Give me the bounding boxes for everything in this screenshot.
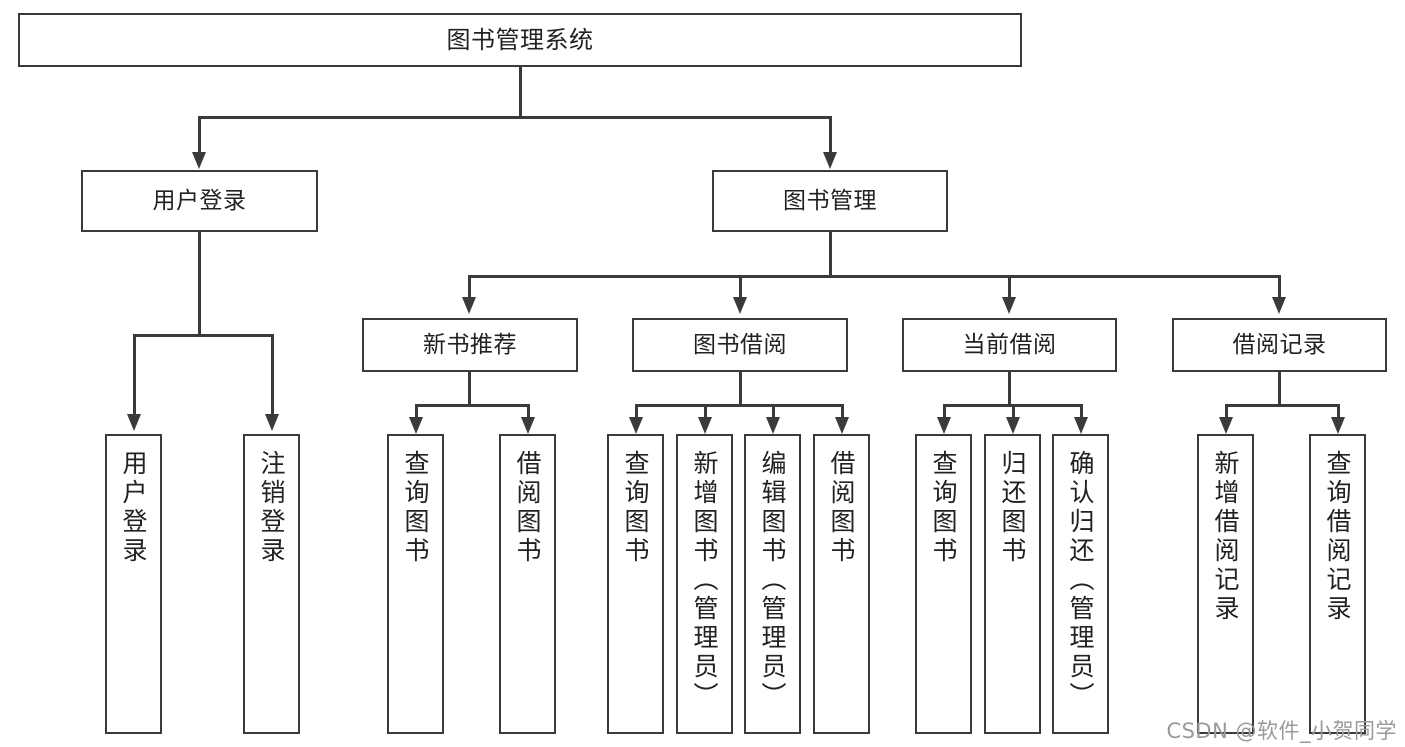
node-label: 用户登录	[119, 450, 148, 566]
connector-book-borrow-bar	[635, 404, 844, 407]
node-label: 归还图书	[998, 450, 1027, 566]
connector-user-login-drop-1	[133, 334, 136, 417]
connector-level1-bar	[198, 116, 831, 119]
node-label: 确认归还（管理员）	[1066, 450, 1095, 711]
node-book-borrow[interactable]: 图书借阅	[632, 318, 848, 372]
leaf-borrow-book[interactable]: 借阅图书	[813, 434, 870, 734]
node-label: 查询图书	[401, 450, 430, 566]
arrow-to-borrow-record	[1272, 297, 1286, 314]
connector-level3-drop-3	[1008, 275, 1011, 300]
connector-level1-drop-left	[198, 116, 201, 155]
node-label: 新增借阅记录	[1211, 450, 1240, 624]
node-label: 编辑图书（管理员）	[758, 450, 787, 711]
leaf-user-login[interactable]: 用户登录	[105, 434, 162, 734]
leaf-edit-book-admin[interactable]: 编辑图书（管理员）	[744, 434, 801, 734]
leaf-confirm-return-admin[interactable]: 确认归还（管理员）	[1052, 434, 1109, 734]
arrow-to-leaf-query-book-2	[629, 417, 643, 434]
arrow-to-leaf-add-book	[698, 417, 712, 434]
arrow-to-book-manage	[823, 152, 837, 169]
node-label: 新增图书（管理员）	[690, 450, 719, 711]
node-label: 图书管理	[783, 187, 877, 214]
connector-user-login-drop-2	[271, 334, 274, 417]
node-label: 借阅图书	[827, 450, 856, 566]
arrow-to-leaf-confirm-return	[1074, 417, 1088, 434]
node-current-borrow[interactable]: 当前借阅	[902, 318, 1117, 372]
arrow-to-leaf-user-login	[127, 414, 141, 431]
connector-borrow-record-drop-1	[1225, 404, 1228, 420]
csdn-watermark: CSDN @软件_小贺同学	[1166, 719, 1397, 743]
node-label: 借阅记录	[1232, 331, 1327, 358]
node-root-system[interactable]: 图书管理系统	[18, 13, 1022, 67]
node-label: 当前借阅	[962, 331, 1057, 358]
leaf-logout[interactable]: 注销登录	[243, 434, 300, 734]
node-new-book-recommend[interactable]: 新书推荐	[362, 318, 578, 372]
connector-book-borrow-drop-1	[635, 404, 638, 420]
connector-book-manage-stem	[829, 232, 832, 277]
arrow-to-user-login	[192, 152, 206, 169]
node-label: 借阅图书	[513, 450, 542, 566]
node-book-manage[interactable]: 图书管理	[712, 170, 948, 232]
node-label: 新书推荐	[423, 331, 517, 358]
connector-new-book-drop-1	[415, 404, 418, 420]
connector-user-login-stem	[198, 232, 201, 336]
connector-current-borrow-drop-1	[943, 404, 946, 420]
leaf-query-book-current[interactable]: 查询图书	[915, 434, 972, 734]
arrow-to-leaf-borrow-book-2	[835, 417, 849, 434]
node-user-login[interactable]: 用户登录	[81, 170, 318, 232]
connector-borrow-record-stem	[1278, 372, 1281, 406]
node-label: 图书管理系统	[446, 26, 594, 54]
node-label: 查询图书	[621, 450, 650, 566]
leaf-borrow-book-newbook[interactable]: 借阅图书	[499, 434, 556, 734]
arrow-to-current-borrow	[1002, 297, 1016, 314]
leaf-add-borrow-record[interactable]: 新增借阅记录	[1197, 434, 1254, 734]
connector-new-book-bar	[415, 404, 529, 407]
node-label: 注销登录	[257, 450, 286, 566]
leaf-return-book[interactable]: 归还图书	[984, 434, 1041, 734]
arrow-to-leaf-query-book-1	[409, 417, 423, 434]
connector-level3-drop-1	[468, 275, 471, 300]
arrow-to-leaf-logout	[265, 414, 279, 431]
connector-level3-drop-2	[739, 275, 742, 300]
connector-current-borrow-drop-2	[1012, 404, 1015, 420]
arrow-to-leaf-query-record	[1331, 417, 1345, 434]
leaf-query-book-newbook[interactable]: 查询图书	[387, 434, 444, 734]
node-label: 用户登录	[152, 187, 247, 214]
leaf-add-book-admin[interactable]: 新增图书（管理员）	[676, 434, 733, 734]
arrow-to-leaf-return-book	[1006, 417, 1020, 434]
arrow-to-new-book	[462, 297, 476, 314]
connector-book-borrow-drop-2	[704, 404, 707, 420]
leaf-query-book-borrow[interactable]: 查询图书	[607, 434, 664, 734]
connector-level3-drop-4	[1278, 275, 1281, 300]
arrow-to-leaf-borrow-book-1	[521, 417, 535, 434]
node-label: 查询图书	[929, 450, 958, 566]
connector-user-login-bar	[133, 334, 273, 337]
connector-book-borrow-drop-4	[841, 404, 844, 420]
connector-new-book-stem	[468, 372, 471, 406]
connector-new-book-drop-2	[527, 404, 530, 420]
node-label: 图书借阅	[693, 331, 787, 358]
connector-root-stem	[519, 67, 522, 118]
arrow-to-book-borrow	[733, 297, 747, 314]
node-borrow-record[interactable]: 借阅记录	[1172, 318, 1387, 372]
connector-borrow-record-bar	[1225, 404, 1339, 407]
connector-level1-drop-right	[829, 116, 832, 155]
connector-level3-bar	[468, 275, 1280, 278]
connector-borrow-record-drop-2	[1337, 404, 1340, 420]
arrow-to-leaf-edit-book	[766, 417, 780, 434]
arrow-to-leaf-add-record	[1219, 417, 1233, 434]
leaf-query-borrow-record[interactable]: 查询借阅记录	[1309, 434, 1366, 734]
connector-book-borrow-stem	[739, 372, 742, 406]
connector-current-borrow-drop-3	[1080, 404, 1083, 420]
connector-current-borrow-stem	[1008, 372, 1011, 406]
node-label: 查询借阅记录	[1323, 450, 1352, 624]
arrow-to-leaf-query-book-3	[937, 417, 951, 434]
connector-book-borrow-drop-3	[772, 404, 775, 420]
